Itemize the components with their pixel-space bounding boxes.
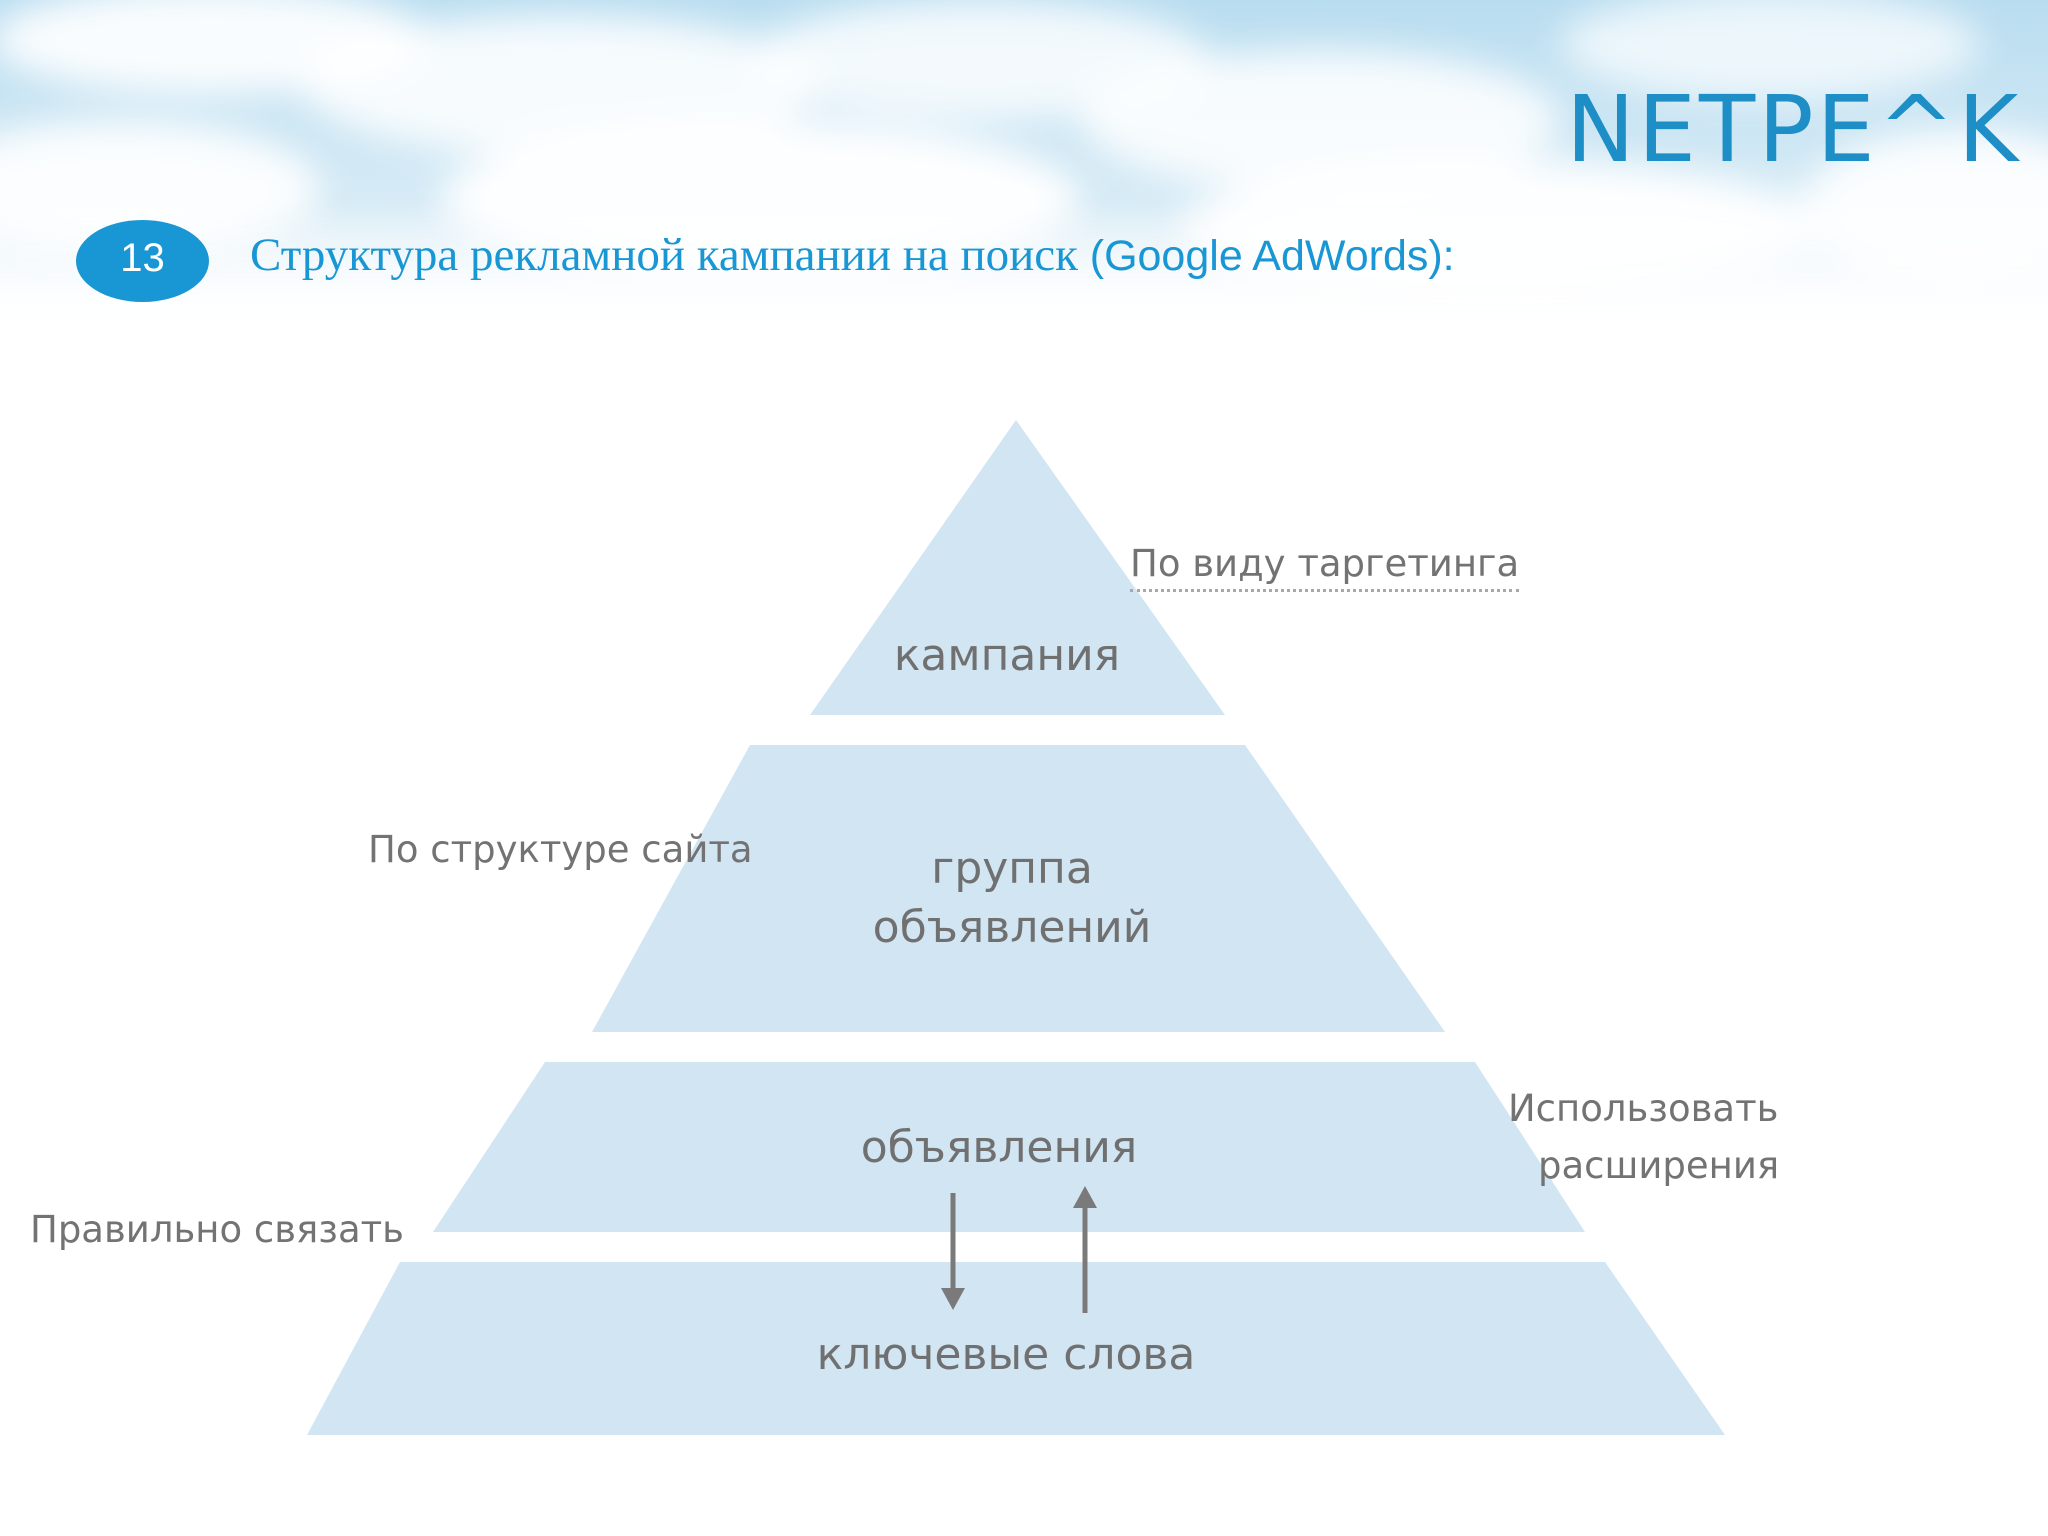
note-extensions: Использовать расширения: [1508, 1080, 1779, 1195]
tier-label-ads-line: объявления: [860, 1122, 1138, 1173]
netpeak-logo: NETPE^K: [1566, 76, 2022, 183]
arrow-down-icon: [941, 1193, 965, 1310]
tier-label-ad-group-line-2: объявлений: [872, 902, 1152, 954]
pyramid-tier-ads: [433, 1062, 1585, 1232]
note-extensions-line-1: Использовать: [1508, 1087, 1779, 1130]
pyramid-tier-ad-group: [592, 745, 1445, 1032]
note-site-structure: По структуре сайта: [368, 828, 753, 871]
tier-label-campaign-line: кампания: [893, 630, 1121, 681]
arrow-up-icon: [1073, 1186, 1097, 1313]
slide-title: Структура рекламной кампании на поиск (G…: [250, 229, 1455, 282]
slide-number-badge: 13: [76, 220, 209, 302]
tier-label-ad-group-line-1: группа: [931, 843, 1093, 894]
pyramid-tier-campaign: [810, 420, 1225, 715]
tier-label-ad-group: группа объявлений: [873, 839, 1152, 958]
slide-title-product: (Google AdWords):: [1089, 232, 1455, 280]
note-targeting: По виду таргетинга: [1130, 541, 1520, 593]
tier-label-campaign: кампания: [894, 628, 1120, 683]
tier-label-ads: объявления: [861, 1120, 1138, 1175]
pyramid-tier-keywords: [307, 1262, 1725, 1435]
tier-label-keywords-line: ключевые слова: [816, 1329, 1196, 1380]
slide-title-main: Структура рекламной кампании на поиск: [250, 229, 1090, 281]
note-extensions-line-2: расширения: [1538, 1144, 1780, 1188]
tier-label-keywords: ключевые слова: [817, 1327, 1196, 1382]
note-link-correctly: Правильно связать: [30, 1208, 404, 1251]
